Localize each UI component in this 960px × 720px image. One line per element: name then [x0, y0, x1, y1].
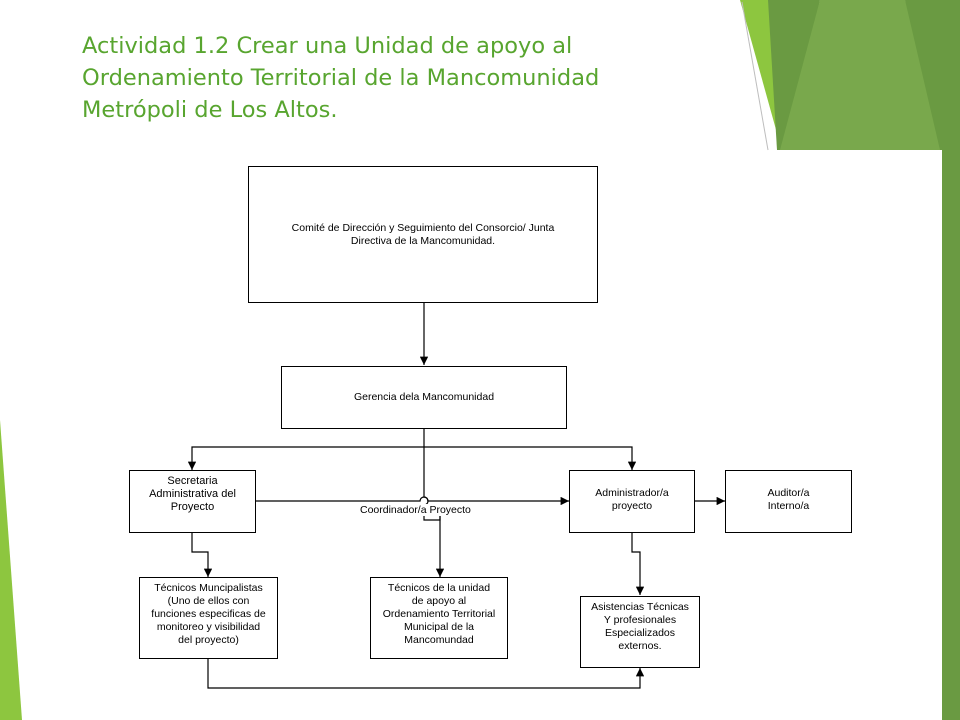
node-asistencias: Asistencias Técnicas Y profesionales Esp… — [580, 596, 700, 668]
connector-tecnicos-asistencias — [207, 659, 645, 689]
slide-title-line-1: Actividad 1.2 Crear una Unidad de apoyo … — [82, 33, 573, 59]
connector-administrador-asistencias — [631, 533, 645, 595]
connector-secretaria-administrador — [256, 496, 569, 506]
connector-label-coordinador: Coordinador/a Proyecto — [358, 504, 473, 516]
slide-title-line-3: Metrópoli de Los Altos. — [82, 97, 338, 123]
node-administrador: Administrador/a proyecto — [569, 470, 695, 533]
node-tecnicos-municipalistas: Técnicos Muncipalistas (Uno de ellos con… — [139, 577, 278, 659]
connector-secretaria-tecnicos — [191, 533, 213, 577]
slide-title: Actividad 1.2 Crear una Unidad de apoyo … — [82, 30, 682, 126]
node-gerencia: Gerencia dela Mancomunidad — [281, 366, 567, 429]
node-comite: Comité de Dirección y Seguimiento del Co… — [248, 166, 598, 303]
connector-bus-secretaria — [187, 446, 637, 470]
node-auditor: Auditor/a Interno/a — [725, 470, 852, 533]
node-tecnicos-unidad: Técnicos de la unidad de apoyo al Ordena… — [370, 577, 508, 659]
node-secretaria: Secretaria Administrativa del Proyecto — [129, 470, 256, 533]
slide-title-line-2: Ordenamiento Territorial de la Mancomuni… — [82, 65, 600, 91]
